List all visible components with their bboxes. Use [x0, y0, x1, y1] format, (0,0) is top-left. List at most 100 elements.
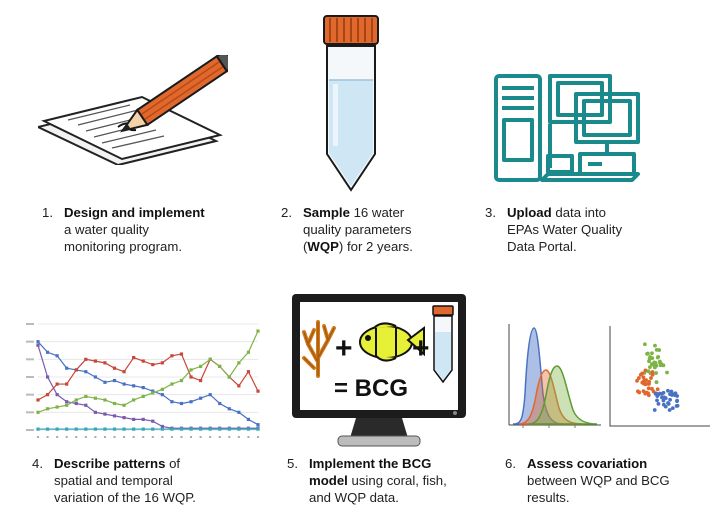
step-1-caption: 1. Design and implement a water quality m… [42, 204, 205, 255]
scatter-point [655, 398, 659, 403]
caption-line: variation of the 16 WQP. [54, 490, 196, 505]
chart-point [170, 400, 174, 404]
step-heading: Describe patterns [54, 456, 166, 471]
wqp-line-chart [26, 323, 260, 438]
caption-text: data into [551, 205, 606, 220]
chart-point [55, 405, 59, 409]
chart-point [84, 357, 88, 361]
chart-point [246, 427, 251, 431]
plus-sign-2: + [412, 332, 430, 365]
scatter-point [652, 365, 657, 370]
chart-point [199, 396, 203, 400]
chart-point [256, 389, 260, 393]
chart-x-tick [132, 436, 135, 438]
chart-y-tick [26, 358, 34, 361]
scatter-point [641, 375, 646, 380]
chart-x-tick [94, 436, 97, 438]
chart-point [74, 368, 78, 372]
fish-icon [359, 322, 425, 362]
chart-y-tick [26, 340, 34, 343]
chart-point [141, 427, 145, 431]
chart-point [36, 343, 40, 347]
caption-line: monitoring program. [64, 239, 183, 254]
caption-line: spatial and temporal [54, 473, 173, 488]
scatter-point [654, 371, 658, 375]
scatter-point [643, 391, 648, 396]
chart-point [237, 410, 241, 414]
chart-point [132, 355, 136, 360]
chart-point [227, 407, 231, 411]
scatter-point [661, 390, 666, 395]
scatter-point [650, 370, 655, 374]
plus-sign-1: + [335, 332, 353, 365]
chart-y-tick [26, 323, 34, 325]
chart-point [55, 427, 59, 431]
chart-y-tick [26, 429, 34, 431]
scatter-point [646, 393, 651, 398]
chart-point [93, 359, 97, 363]
chart-point [179, 401, 184, 406]
chart-point [112, 401, 117, 406]
bcg-equation: = BCG [334, 375, 408, 402]
scatter-point [647, 379, 652, 384]
scatter-point [657, 392, 661, 397]
chart-x-tick [257, 436, 259, 438]
scatter-point [675, 399, 679, 404]
scatter-point [666, 388, 670, 393]
chart-point [151, 419, 155, 423]
step-2-caption: 2.Sample 16 water quality parameters (WQ… [281, 204, 413, 255]
chart-point [103, 427, 107, 431]
caption-line: quality parameters [303, 222, 412, 237]
scatter-axes [609, 326, 710, 427]
chart-point [84, 427, 88, 431]
scatter-point [654, 380, 659, 385]
chart-x-tick [75, 436, 78, 438]
step-number: 1. [42, 205, 53, 220]
scatter-point [667, 408, 672, 412]
step-number: 4. [32, 456, 43, 471]
chart-point [93, 410, 97, 414]
chart-point [208, 357, 212, 361]
chart-x-tick [180, 436, 183, 438]
chart-point [170, 427, 174, 431]
scatter-point [646, 386, 651, 391]
scatter-point [670, 393, 674, 397]
chart-x-tick [56, 436, 59, 438]
chart-point [256, 329, 260, 333]
chart-series-line-2 [37, 345, 258, 429]
chart-point [112, 414, 117, 418]
chart-point [112, 427, 117, 431]
chart-point [112, 366, 117, 370]
chart-point [179, 427, 184, 431]
chart-point [103, 398, 107, 402]
mini-tube-icon [432, 305, 454, 384]
scatter-point [653, 391, 658, 396]
step-number: 5. [287, 456, 298, 471]
step-number: 2. [281, 205, 292, 220]
scatter-point [643, 368, 648, 373]
chart-point [256, 427, 260, 431]
chart-x-tick [190, 436, 193, 438]
pencil-paper-icon [38, 55, 228, 165]
chart-point [84, 370, 88, 374]
scatter-point [638, 372, 643, 377]
chart-point [103, 380, 107, 384]
chart-point [179, 378, 184, 383]
caption-line: between WQP and BCG [527, 473, 670, 488]
step-5-caption: 5.Implement the BCG model using coral, f… [287, 455, 447, 506]
chart-point [141, 417, 145, 421]
scatter-point [650, 372, 655, 377]
scatter-point [636, 376, 641, 380]
caption-line: Data Portal. [507, 239, 577, 254]
scatter-point [675, 403, 680, 408]
bcg-monitor-icon: + + = BCG [292, 294, 466, 447]
step-heading: Design and implement [64, 205, 205, 220]
chart-point [227, 375, 231, 379]
scatter-point [655, 355, 660, 360]
caption-line: a water quality [64, 222, 150, 237]
chart-point [45, 427, 50, 431]
chart-point [55, 382, 59, 386]
chart-point [74, 427, 78, 431]
scatter-point [661, 402, 666, 407]
chart-point [45, 375, 50, 379]
